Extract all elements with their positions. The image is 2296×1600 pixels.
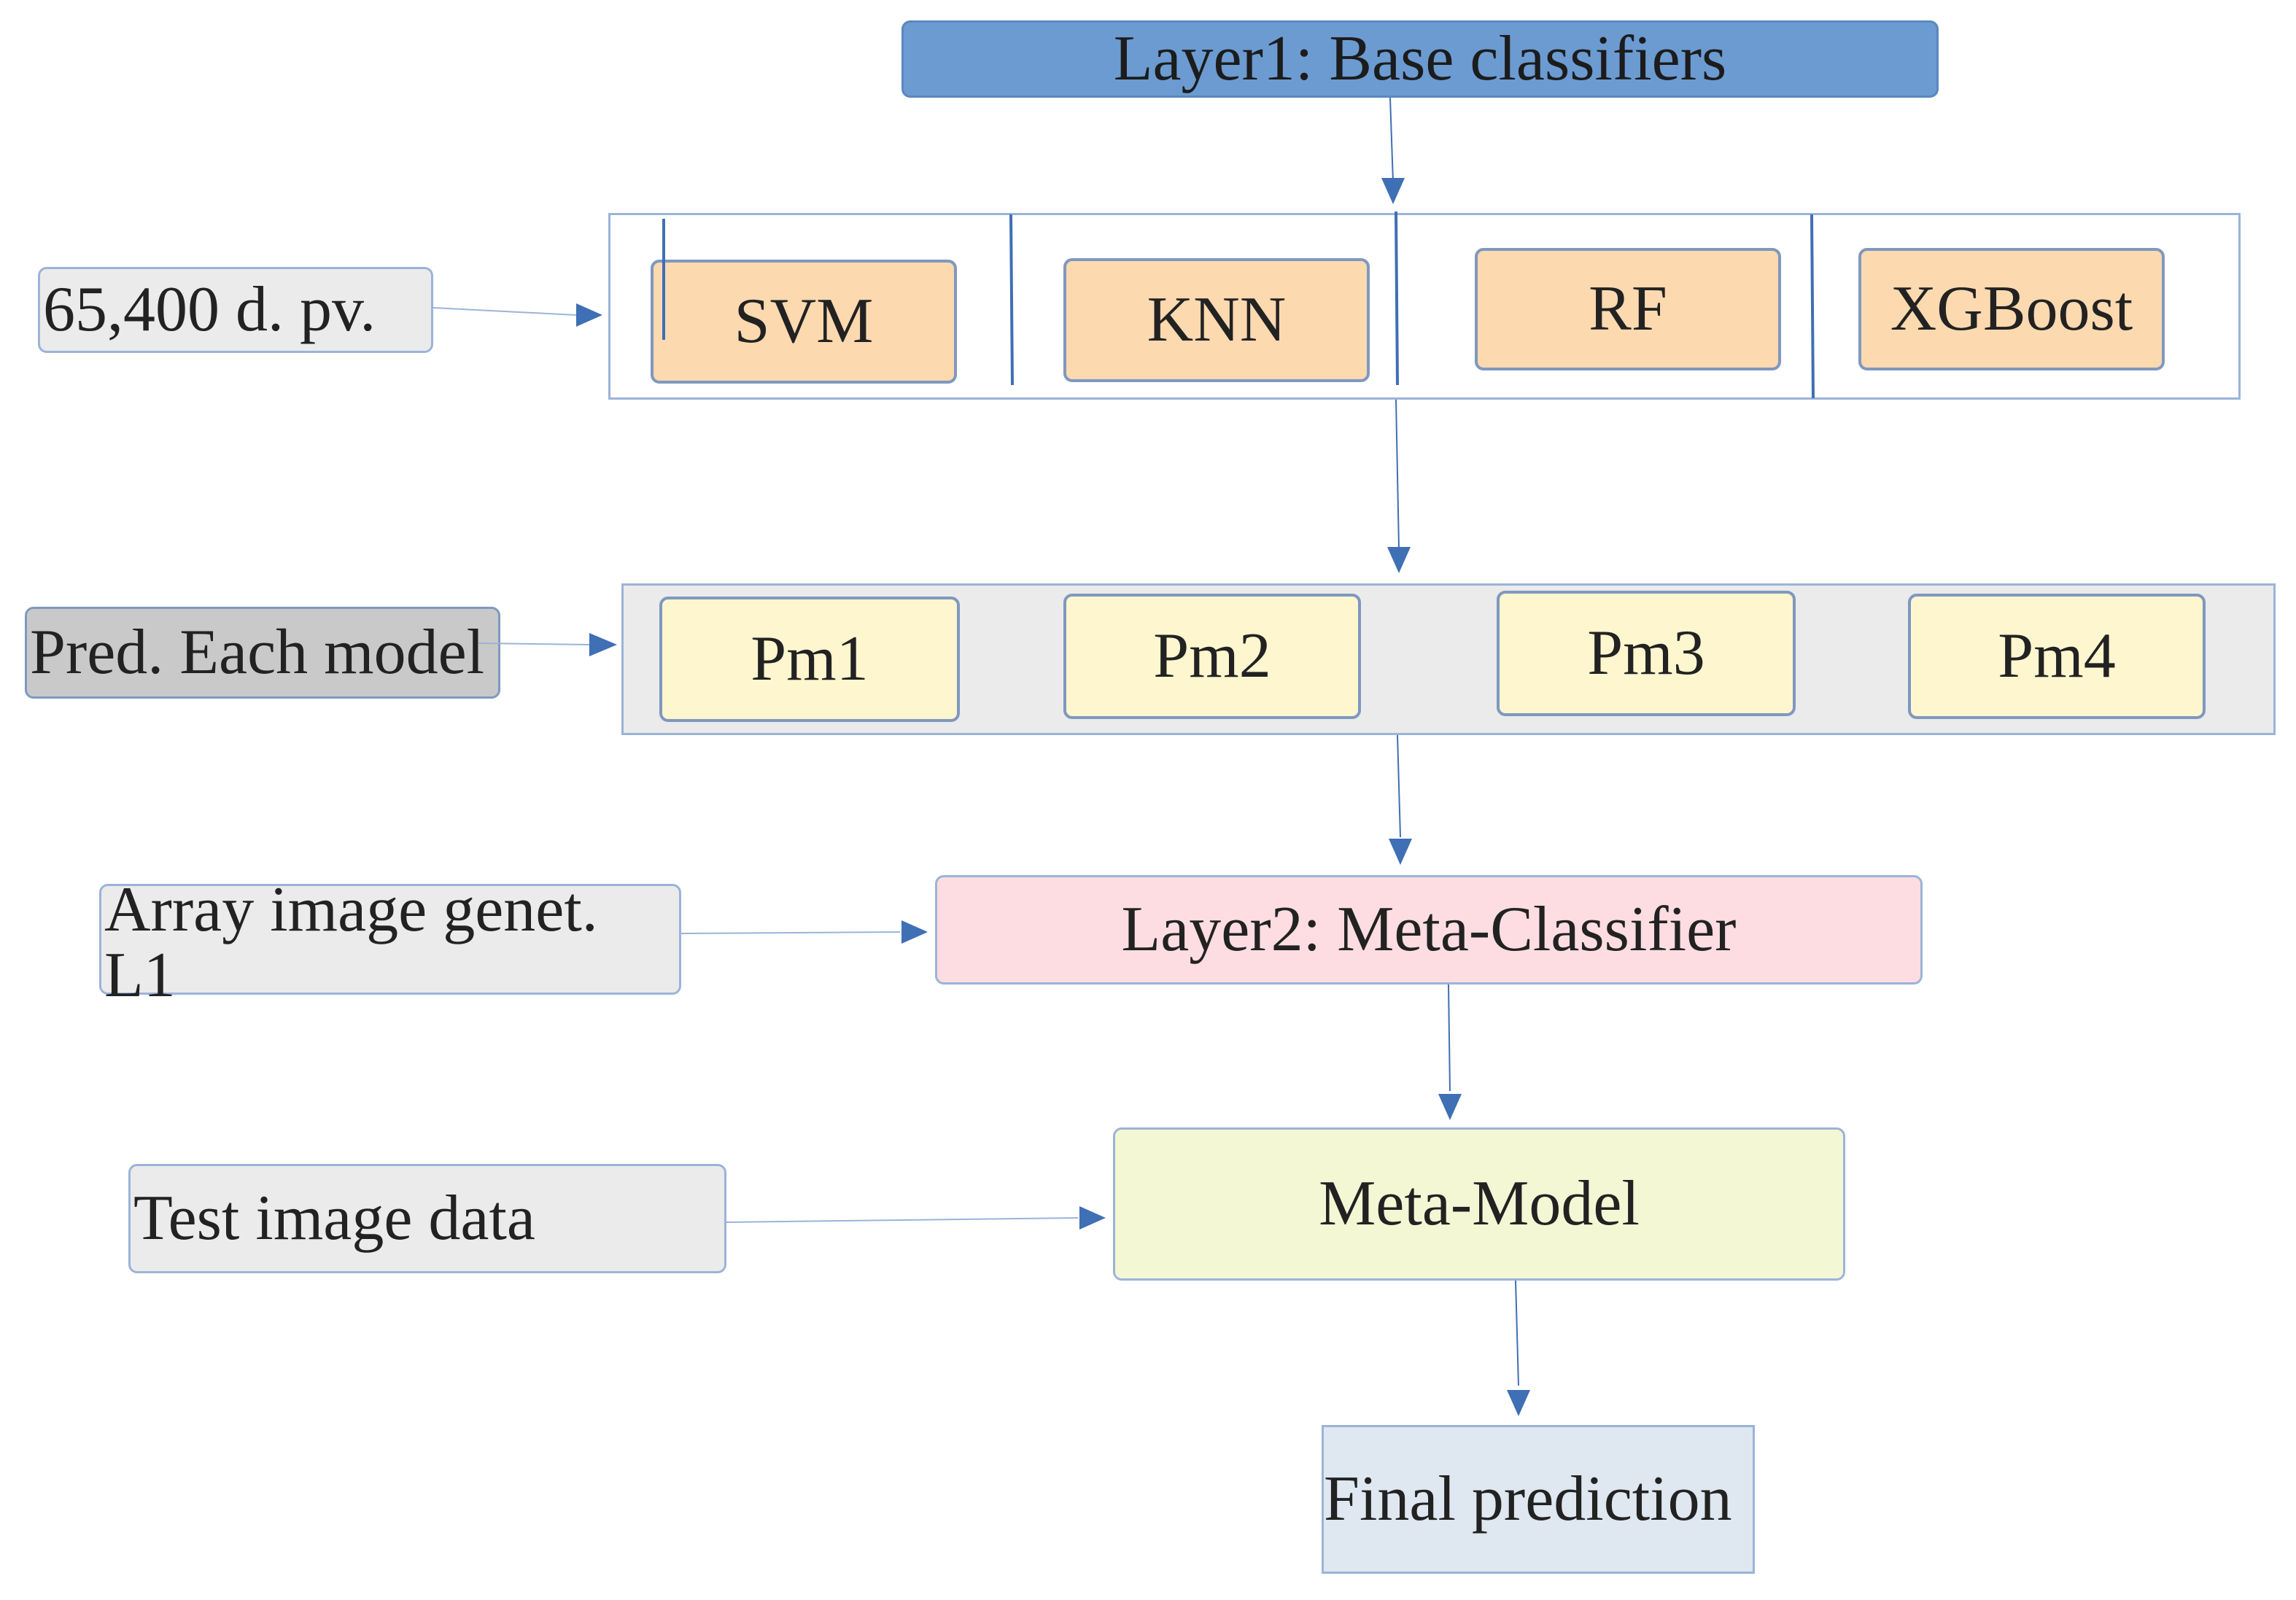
input-pred-each-model: Pred. Each model xyxy=(25,607,500,699)
prediction-label: Pm1 xyxy=(751,624,869,694)
classifier-label: RF xyxy=(1589,273,1667,344)
arrow-predictions-to-layer2 xyxy=(1389,734,1412,865)
arrow-meta-model-to-final xyxy=(1507,1280,1530,1416)
arrow-pred-each-model-to-predictions xyxy=(478,633,617,656)
final-prediction-label: Final prediction xyxy=(1324,1464,1732,1534)
layer2-title: Layer2: Meta-Classifier xyxy=(1121,894,1737,965)
input-array-image-label: Array image genet. L1 xyxy=(104,874,598,1011)
prediction-label: Pm2 xyxy=(1153,621,1271,691)
arrow-data-points-to-classifiers xyxy=(433,303,602,327)
layer1-title: Layer1: Base classifiers xyxy=(1113,23,1727,94)
final-prediction-box: Final prediction xyxy=(1322,1425,1755,1574)
classifier-svm: SVM xyxy=(651,260,957,384)
arrow-classifiers-to-predictions xyxy=(1387,399,1411,573)
classifier-xgboost: XGBoost xyxy=(1858,248,2165,370)
prediction-label: Pm3 xyxy=(1587,618,1705,688)
input-pred-each-model-label: Pred. Each model xyxy=(30,617,485,688)
meta-model-label: Meta-Model xyxy=(1319,1168,1640,1239)
classifier-label: KNN xyxy=(1147,284,1287,355)
arrow-test-image-to-meta-model xyxy=(726,1206,1106,1230)
separator-line xyxy=(1395,211,1399,386)
input-data-points: 65,400 d. pv. xyxy=(38,267,433,353)
prediction-pm4: Pm4 xyxy=(1908,594,2206,719)
classifier-label: SVM xyxy=(734,286,874,357)
separator-line xyxy=(1009,214,1014,386)
layer1-header: Layer1: Base classifiers xyxy=(901,20,1939,98)
prediction-pm2: Pm2 xyxy=(1063,594,1361,719)
layer2-meta-classifier: Layer2: Meta-Classifier xyxy=(935,875,1923,985)
prediction-pm3: Pm3 xyxy=(1497,591,1796,716)
arrow-array-image-to-layer2 xyxy=(680,920,928,944)
meta-model-box: Meta-Model xyxy=(1113,1127,1845,1281)
arrow-layer2-to-meta-model xyxy=(1438,984,1462,1120)
classifier-knn: KNN xyxy=(1063,258,1370,382)
classifier-rf: RF xyxy=(1475,248,1781,370)
input-array-image: Array image genet. L1 xyxy=(99,877,681,1008)
prediction-label: Pm4 xyxy=(1998,621,2116,691)
classifier-label: XGBoost xyxy=(1890,273,2133,344)
prediction-pm1: Pm1 xyxy=(659,597,960,722)
arrow-layer1-to-classifiers xyxy=(1381,97,1405,204)
input-test-image: Test image data xyxy=(128,1164,726,1273)
input-data-points-label: 65,400 d. pv. xyxy=(43,274,376,345)
separator-line xyxy=(1810,214,1815,399)
input-test-image-label: Test image data xyxy=(133,1183,535,1254)
